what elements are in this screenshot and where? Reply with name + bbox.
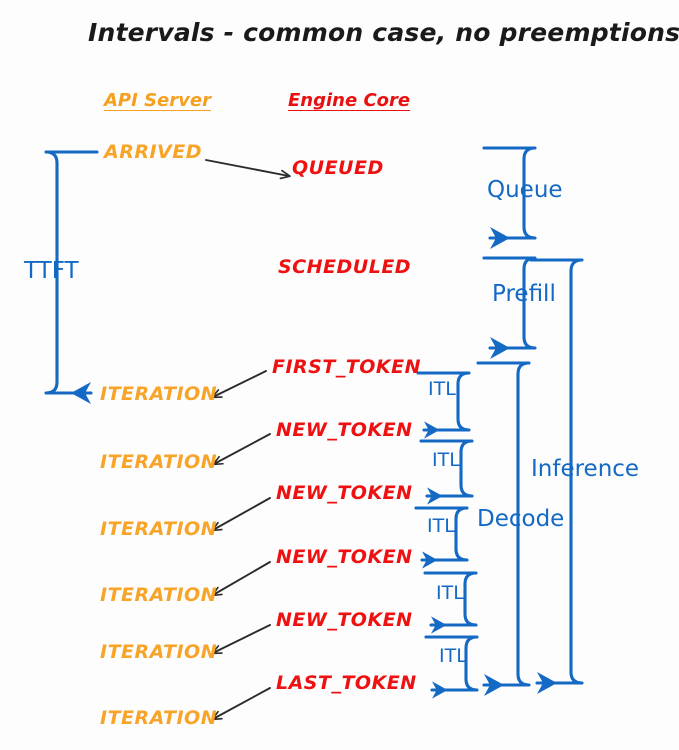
bracket-path-itl-4 — [423, 571, 478, 627]
api-event-iteration: ITERATION — [100, 518, 218, 540]
bracket-inference — [529, 258, 584, 694]
transition-arrow-0 — [205, 159, 291, 180]
bracket-decode — [476, 361, 531, 696]
page-title: Intervals - common case, no preemptions — [88, 18, 679, 47]
bracket-arrowhead-ttft — [71, 382, 91, 404]
bracket-arrowhead-itl-1 — [424, 421, 440, 439]
api-event-iteration: ITERATION — [100, 641, 218, 663]
bracket-itl-2 — [419, 439, 474, 505]
column-header-engine-core: Engine Core — [288, 90, 411, 111]
bracket-arrowhead-itl-5 — [432, 681, 448, 699]
bracket-arrowhead-itl-4 — [431, 616, 447, 634]
interval-label-decode: Decode — [477, 506, 565, 533]
interval-label-itl-5: ITL — [439, 645, 467, 668]
bracket-path-itl-1 — [416, 371, 471, 432]
interval-label-inference: Inference — [531, 456, 640, 483]
bracket-path-itl-2 — [419, 439, 474, 498]
bracket-path-decode — [476, 361, 531, 687]
api-event-iteration: ITERATION — [100, 451, 218, 473]
bracket-itl-4 — [423, 571, 478, 634]
bracket-itl-5 — [424, 635, 479, 699]
transition-arrow-group — [205, 159, 291, 721]
bracket-arrowhead-queue — [490, 227, 510, 249]
interval-label-itl-1: ITL — [428, 378, 456, 401]
bracket-ttft — [44, 150, 99, 404]
bracket-arrowhead-inference — [537, 672, 557, 694]
api-event-iteration: ITERATION — [100, 707, 218, 729]
bracket-arrowhead-decode — [484, 674, 504, 696]
bracket-queue — [482, 146, 537, 249]
engine-event-new-token: NEW_TOKEN — [276, 609, 413, 631]
engine-event-scheduled: SCHEDULED — [278, 256, 412, 278]
interval-label-queue: Queue — [487, 177, 563, 204]
interval-label-ttft: TTFT — [24, 258, 79, 285]
api-event-iteration: ITERATION — [100, 383, 218, 405]
transition-arrow-4 — [211, 561, 271, 597]
transition-arrow-2 — [212, 433, 271, 466]
bracket-path-itl-3 — [414, 506, 469, 562]
bracket-path-inference — [529, 258, 584, 685]
bracket-prefill — [482, 256, 537, 359]
column-header-api-server: API Server — [104, 90, 211, 111]
bracket-arrowhead-itl-2 — [427, 487, 443, 505]
bracket-itl-3 — [414, 506, 469, 569]
transition-arrow-1 — [211, 370, 267, 399]
bracket-path-ttft — [44, 150, 99, 395]
engine-event-last-token: LAST_TOKEN — [276, 672, 417, 694]
interval-label-itl-4: ITL — [436, 582, 464, 605]
transition-arrow-5 — [211, 624, 271, 655]
engine-event-queued: QUEUED — [292, 157, 384, 179]
bracket-arrowhead-prefill — [490, 337, 510, 359]
transition-arrow-3 — [211, 497, 271, 532]
bracket-itl-1 — [416, 371, 471, 439]
bracket-path-queue — [482, 146, 537, 240]
engine-event-first-token: FIRST_TOKEN — [272, 356, 422, 378]
transition-arrow-6 — [211, 687, 271, 721]
interval-label-prefill: Prefill — [492, 281, 556, 308]
interval-label-itl-3: ITL — [427, 515, 455, 538]
api-event-arrived: ARRIVED — [104, 141, 202, 163]
engine-event-new-token: NEW_TOKEN — [276, 546, 413, 568]
interval-label-itl-2: ITL — [432, 449, 460, 472]
bracket-path-itl-5 — [424, 635, 479, 692]
bracket-arrowhead-itl-3 — [422, 551, 438, 569]
engine-event-new-token: NEW_TOKEN — [276, 419, 413, 441]
engine-event-new-token: NEW_TOKEN — [276, 482, 413, 504]
api-event-iteration: ITERATION — [100, 584, 218, 606]
bracket-group — [44, 146, 584, 699]
